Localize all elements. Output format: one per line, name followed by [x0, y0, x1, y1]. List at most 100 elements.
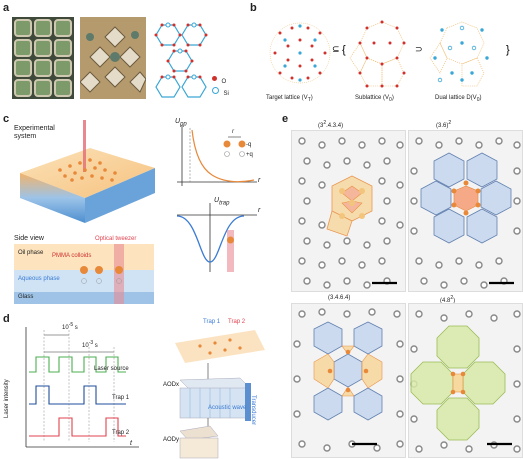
time-axis-label: t: [130, 440, 132, 447]
t2-exp: -3: [88, 340, 94, 346]
panel-a-photo-2: [80, 17, 146, 99]
micro-tl-svg: [298, 137, 404, 289]
upp-axis-label: Upp: [175, 118, 187, 127]
plus-q-label: +q: [246, 152, 253, 158]
glass-label: Glass: [18, 294, 34, 300]
e-tr-sup: 2: [448, 120, 452, 126]
panel-d-label: d: [3, 313, 10, 325]
e-tl-a: (3: [318, 123, 324, 129]
target-lattice-caption: Target lattice (VT): [266, 95, 313, 103]
e-tr-a: (3.6): [436, 123, 449, 129]
micro-br-svg: [410, 310, 521, 453]
aqueous-phase-label: Aqueous phase: [18, 276, 60, 282]
panel-a-lattice: [150, 17, 212, 99]
utrap-axis-label: Utrap: [214, 197, 229, 206]
target-caption-text: Target lattice (V: [266, 95, 308, 101]
trap2-trace-label: Trap 2: [112, 430, 130, 436]
brace-open: {: [342, 44, 346, 56]
panel-b-lattices: ⊆ { ⊃ }: [269, 20, 510, 88]
upp-label: U: [175, 118, 181, 125]
utrap-r-axis: r: [258, 207, 261, 214]
legend-o: O: [212, 70, 226, 88]
panel-e-label: e: [282, 113, 289, 125]
tweezer-beam: [83, 120, 86, 172]
panel-a-photo-1: [12, 17, 74, 99]
t2-label: 10-3 s: [82, 340, 98, 349]
sub-caption-text: Sublattice (V: [355, 95, 390, 101]
sub-lattice-caption: Sublattice (V0): [355, 95, 394, 103]
upp-r-axis: r: [258, 177, 261, 184]
t2-unit: s: [93, 343, 98, 349]
side-view-diagram: [14, 244, 154, 304]
e-br-a: (4.8: [440, 298, 451, 304]
target-lattice: [269, 22, 331, 84]
sub-caption-close: ): [391, 95, 394, 101]
trap1-legend: Trap 1: [203, 319, 221, 325]
side-view-label: Side view: [14, 235, 44, 242]
panel-c-label: c: [3, 113, 10, 125]
brace-close: }: [506, 44, 510, 56]
transducer-label: Transducer: [250, 395, 256, 426]
utrap-sub: trap: [219, 200, 230, 207]
upp-plot: [177, 125, 257, 186]
silica-lattice-diagram: [154, 22, 208, 98]
trap2-legend: Trap 2: [228, 319, 246, 325]
e-tl-sup: 2: [323, 120, 327, 126]
sub-caption-sub: 0: [389, 97, 392, 104]
t1-label: 10-5 s: [62, 322, 78, 331]
panel-a-label: a: [3, 2, 10, 14]
trap1-trace-label: Trap 1: [112, 395, 130, 401]
dual-caption-text: Dual lattice D(V: [435, 95, 477, 101]
target-caption-sub: T: [307, 97, 311, 104]
utrap-plot: [176, 203, 257, 272]
experimental-system-label: Experimental system: [14, 125, 55, 141]
aodx-label: AODx: [163, 382, 180, 388]
micro-image-br: [408, 303, 523, 458]
legend-o-label: O: [221, 79, 227, 85]
t1-unit: s: [73, 325, 78, 331]
dual-caption-close: ): [479, 95, 482, 101]
oxygen-dot-icon: [212, 76, 217, 82]
optical-tweezer-label: Optical tweezer: [95, 236, 137, 242]
e-br-b: ): [453, 298, 456, 304]
laser-source-label: Laser source: [94, 366, 129, 372]
stone-tiles-photo: [12, 17, 74, 99]
micro-bl-svg: [293, 308, 404, 452]
e-tl-b: .4.3.4): [326, 123, 344, 129]
t1-exp: -5: [68, 322, 74, 328]
micro-image-tr: [408, 130, 523, 292]
minus-q-label: -q: [246, 142, 252, 148]
silicon-dot-icon: [212, 87, 219, 95]
laser-timing-plot: [25, 327, 139, 448]
floor-tiles-photo: [80, 17, 146, 99]
sub-lattice: [349, 20, 406, 88]
e-br-title: (4.82): [440, 295, 455, 304]
micro-tr-svg: [410, 137, 521, 289]
aod-diagram: [175, 330, 265, 459]
subset-symbol: ⊆: [332, 44, 340, 54]
panel-b-label: b: [250, 2, 257, 14]
laser-intensity-axis-label: Laser intensity: [4, 379, 10, 418]
r-distance-label: r: [232, 129, 234, 135]
e-bl-title: (3.4.6.4): [328, 295, 351, 301]
dual-lattice: [429, 21, 489, 87]
pmma-label: PMMA colloids: [52, 253, 92, 259]
experimental-system-line1: Experimental: [14, 125, 55, 132]
micro-image-tl: [291, 130, 406, 292]
micro-image-bl: [291, 303, 406, 458]
dual-lattice-caption: Dual lattice D(V0): [435, 95, 481, 103]
target-caption-close: ): [310, 95, 313, 101]
e-tr-title: (3.6)2: [436, 120, 451, 129]
t2-base: 10: [82, 343, 89, 349]
t1-base: 10: [62, 325, 69, 331]
upp-sub: pp: [180, 121, 187, 128]
supset-symbol: ⊃: [415, 44, 423, 54]
legend-si-label: Si: [223, 91, 229, 97]
dual-caption-sub: 0: [476, 97, 480, 104]
experimental-system-box: [20, 120, 155, 223]
acoustic-wave-label: Acoustic wave: [208, 405, 247, 411]
utrap-label: U: [214, 197, 220, 204]
e-tl-title: (32.4.3.4): [318, 120, 343, 129]
oil-phase-label: Oil phase: [18, 250, 44, 256]
aody-label: AODy: [163, 437, 180, 443]
